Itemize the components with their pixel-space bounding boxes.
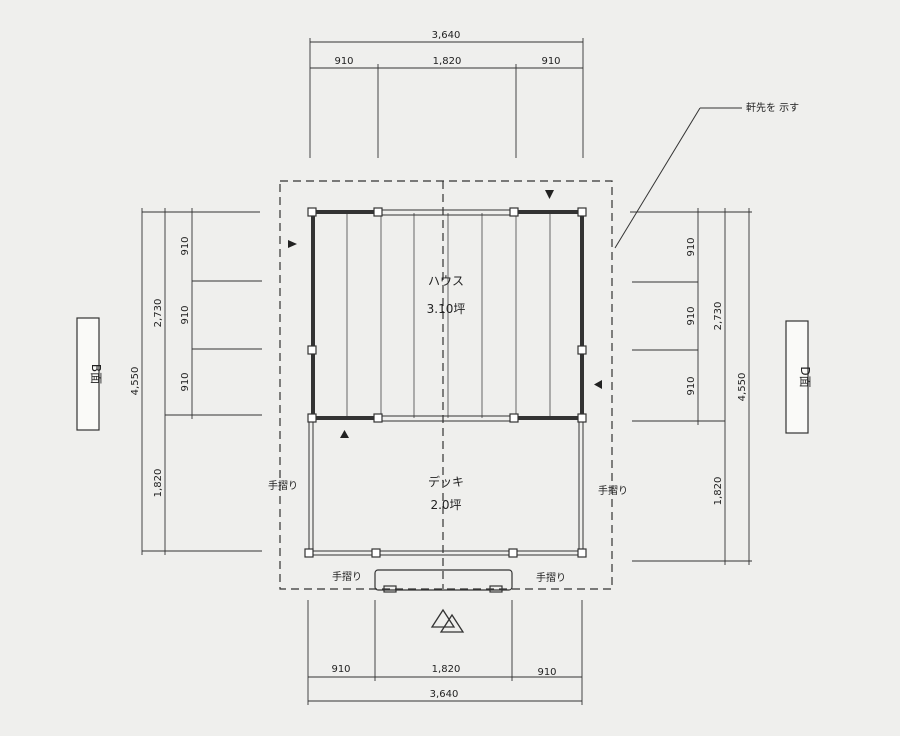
house-name: ハウス [428, 274, 464, 288]
dim-top-left: 910 [334, 56, 353, 67]
dim-left-seg3: 910 [180, 372, 191, 391]
dim-top-mid: 1,820 [433, 56, 462, 67]
top-dimensions [309, 38, 584, 158]
dim-right-deck: 1,820 [713, 477, 724, 506]
dim-top-right: 910 [541, 56, 560, 67]
left-dimensions [141, 208, 262, 555]
handrail-right-label: 手摺り [598, 484, 628, 497]
dim-right-seg3: 910 [686, 376, 697, 395]
dim-left-overall: 4,550 [130, 367, 141, 396]
side-b-label: B面 [89, 364, 103, 384]
dim-bottom-total: 3,640 [430, 689, 459, 700]
dim-bottom-left: 910 [331, 664, 350, 675]
bottom-dimensions [307, 600, 583, 705]
dim-right-overall: 4,550 [737, 373, 748, 402]
dim-right-seg2: 910 [686, 306, 697, 325]
deck-name: デッキ [428, 474, 464, 489]
entrance-symbol [430, 608, 465, 633]
eaves-note: 軒先を 示す [746, 102, 799, 114]
deck-frame [308, 422, 584, 556]
eaves-outline [279, 180, 613, 590]
dim-left-deck: 1,820 [153, 469, 164, 498]
dim-bottom-right: 910 [537, 667, 556, 678]
entry-step [374, 569, 513, 593]
right-dimensions [630, 208, 752, 565]
dim-right-seg1: 910 [686, 237, 697, 256]
dim-top-total: 3,640 [432, 30, 461, 41]
handrail-left-label: 手摺り [268, 479, 298, 492]
dim-bottom-mid: 1,820 [432, 664, 461, 675]
dim-left-seg2: 910 [180, 305, 191, 324]
deck-area: 2.0坪 [430, 498, 461, 512]
dim-left-seg1: 910 [180, 236, 191, 255]
opening-markers [288, 190, 602, 438]
house-floorboards [346, 213, 551, 418]
dim-left-house: 2,730 [153, 299, 164, 328]
side-d-label: D面 [798, 366, 812, 387]
posts [304, 207, 587, 558]
handrail-bottom-left-label: 手摺り [332, 570, 362, 583]
dim-right-house: 2,730 [713, 302, 724, 331]
side-d-box [785, 320, 809, 434]
side-b-box [76, 317, 100, 431]
handrail-bottom-right-label: 手摺り [536, 571, 566, 584]
house-area: 3.10坪 [427, 302, 466, 316]
leader-line [614, 107, 742, 249]
